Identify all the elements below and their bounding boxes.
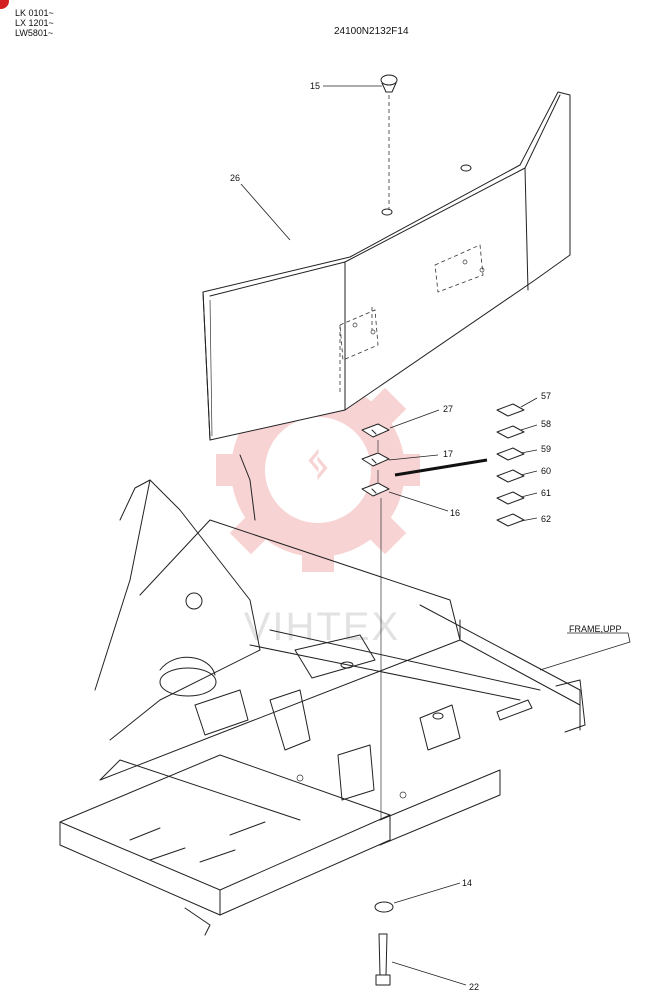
callout-60: 60 [541, 466, 551, 476]
document-code: 24100N2132F14 [334, 26, 409, 37]
callout-17: 17 [443, 449, 453, 459]
watermark-text: VIHTEX [244, 605, 400, 649]
callout-27: 27 [443, 404, 453, 414]
knob-part [380, 74, 398, 210]
serial-range: LK 0101~ LX 1201~ LW5801~ [15, 8, 54, 38]
callout-15: 15 [310, 81, 320, 91]
callout-61: 61 [541, 488, 551, 498]
callout-22: 22 [469, 982, 479, 992]
shim-set [394, 403, 525, 527]
serial-line: LX 1201~ [15, 18, 54, 28]
callout-14: 14 [462, 878, 472, 888]
callout-labels: 15 26 27 17 16 57 58 59 60 61 62 FRAME,U… [230, 81, 622, 992]
callout-26: 26 [230, 173, 240, 183]
leader-lines [240, 85, 631, 986]
shim-stack [361, 423, 390, 820]
svg-text:ᛃ: ᛃ [305, 439, 331, 488]
callout-16: 16 [450, 508, 460, 518]
callout-62: 62 [541, 514, 551, 524]
serial-line: LK 0101~ [15, 8, 54, 18]
callout-frame-upp: FRAME,UPP [569, 624, 622, 634]
counterweight [202, 91, 571, 441]
serial-line: LW5801~ [15, 28, 54, 38]
corner-mark [0, 0, 9, 9]
callout-57: 57 [541, 391, 551, 401]
fasteners [374, 901, 394, 986]
callout-58: 58 [541, 419, 551, 429]
upper-frame [59, 454, 586, 936]
callout-59: 59 [541, 444, 551, 454]
